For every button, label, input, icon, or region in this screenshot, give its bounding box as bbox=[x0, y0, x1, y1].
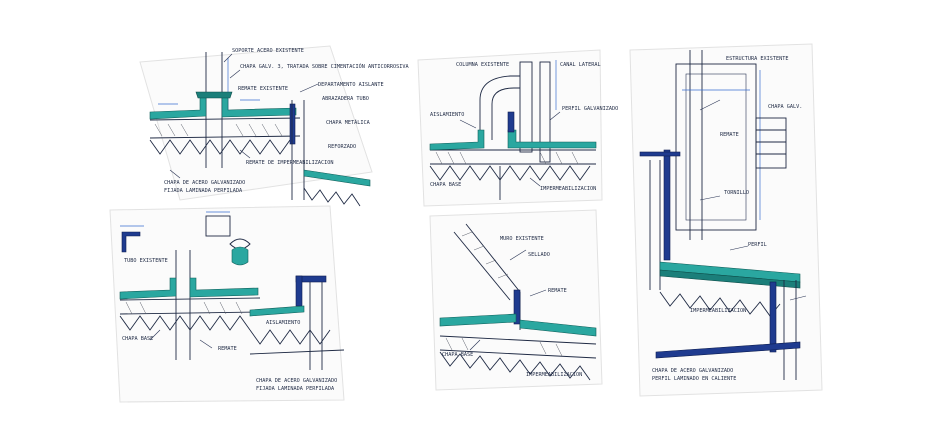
label-remate-bl: REMATE bbox=[218, 346, 237, 352]
label-remate-existente: REMATE EXISTENTE bbox=[238, 86, 288, 92]
sheet-top-left bbox=[139, 45, 373, 201]
label-remate-imper: REMATE DE IMPERMEABILIZACION bbox=[246, 160, 333, 166]
label-columna: COLUMNA EXISTENTE bbox=[456, 62, 509, 68]
label-departamento: DEPARTAMENTO AISLANTE bbox=[318, 82, 384, 88]
label-chapa-galv: CHAPA GALV. 3, TRATADA SOBRE CIMENTACIÓN… bbox=[240, 63, 410, 70]
label-impermeabilizacion: IMPERMEABILIZACION bbox=[540, 186, 596, 192]
label-muro: MURO EXISTENTE bbox=[500, 236, 544, 242]
sketch-right: ESTRUCTURA EXISTENTE CHAPA GALV. REMATE … bbox=[639, 50, 807, 382]
label-perfil-galv: PERFIL GALVANIZADO bbox=[562, 106, 618, 112]
label-perfil-laminado: PERFIL LAMINADO EN CALIENTE bbox=[652, 376, 736, 382]
label-soporte: SOPORTE ACERO EXISTENTE bbox=[232, 48, 304, 54]
label-chapa-acero: CHAPA DE ACERO GALVANIZADO bbox=[164, 180, 245, 186]
label-chapa-galv-right: CHAPA GALV. bbox=[768, 104, 802, 110]
sketch-bottom-center: MURO EXISTENTE SELLADO REMATE CHAPA BASE… bbox=[439, 223, 597, 381]
label-reforzado: REFORZADO bbox=[328, 144, 356, 150]
label-remate-bc: REMATE bbox=[548, 288, 567, 294]
label-fijada: FIJADA LAMINADA PERFILADA bbox=[164, 188, 243, 194]
label-sellado: SELLADO bbox=[528, 252, 550, 258]
label-chapa-acero-right: CHAPA DE ACERO GALVANIZADO bbox=[652, 368, 733, 374]
sketch-top-left: SOPORTE ACERO EXISTENTE CHAPA GALV. 3, T… bbox=[149, 48, 410, 207]
label-tubo: TUBO EXISTENTE bbox=[124, 258, 168, 264]
label-estructura: ESTRUCTURA EXISTENTE bbox=[726, 56, 788, 62]
sketch-top-center: COLUMNA EXISTENTE CANAL LATERAL PERFIL G… bbox=[429, 60, 618, 200]
label-canal: CANAL LATERAL bbox=[560, 62, 601, 68]
label-chapa-base: CHAPA BASE bbox=[430, 182, 461, 188]
label-fijada-bl: FIJADA LAMINADA PERFILADA bbox=[256, 386, 335, 392]
label-imper-right: IMPERMEABILIZACION bbox=[690, 308, 746, 314]
label-abrazadera: ABRAZADERA TUBO bbox=[322, 96, 369, 102]
label-perfil-right: PERFIL bbox=[748, 242, 767, 248]
sheet-bottom-left bbox=[109, 205, 345, 403]
label-chapa-acero-bl: CHAPA DE ACERO GALVANIZADO bbox=[256, 378, 337, 384]
label-imper-bc: IMPERMEABILIZACION bbox=[526, 372, 582, 378]
label-aislamiento: AISLAMIENTO bbox=[430, 112, 464, 118]
label-chapa-metalica: CHAPA METÁLICA bbox=[326, 119, 371, 126]
label-chapa-base-bc: CHAPA BASE bbox=[442, 352, 473, 358]
label-remate-right: REMATE bbox=[720, 132, 739, 138]
label-aislamiento-bl: AISLAMIENTO bbox=[266, 320, 300, 326]
label-tornillo: TORNILLO bbox=[724, 190, 749, 196]
sketch-bottom-left: TUBO EXISTENTE CHAPA BASE REMATE AISLAMI… bbox=[119, 211, 345, 392]
label-chapa-base-bl: CHAPA BASE bbox=[122, 336, 153, 342]
